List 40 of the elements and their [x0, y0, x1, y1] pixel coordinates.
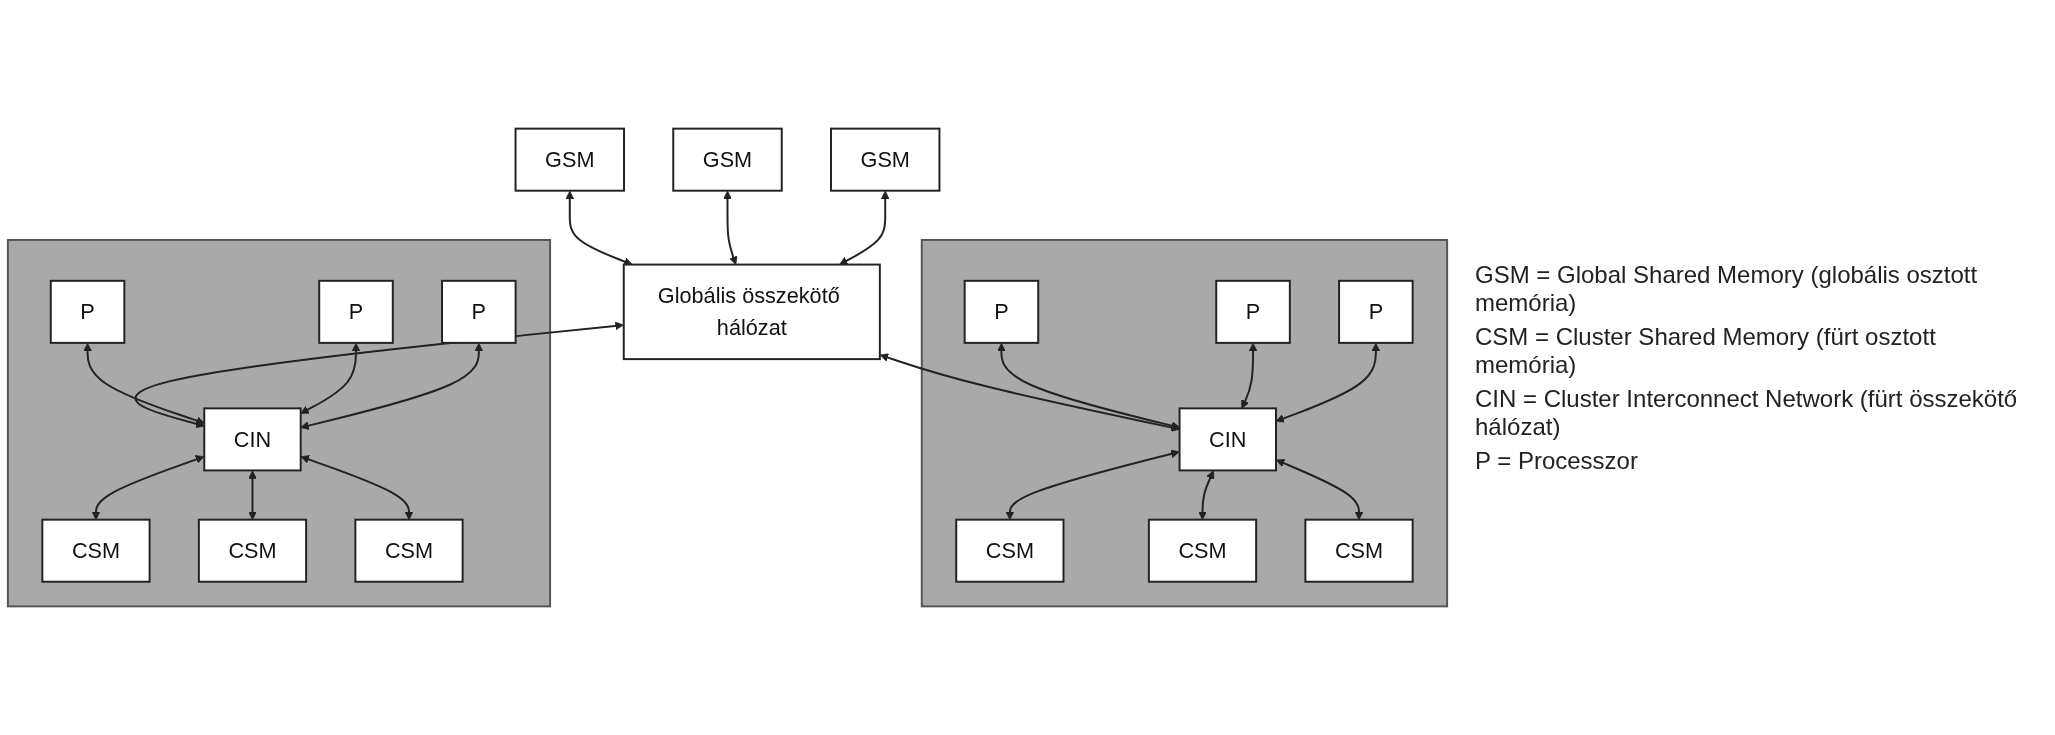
- arrow: [1241, 342, 1258, 409]
- node-box: GSM: [514, 127, 625, 192]
- arrow: [300, 455, 414, 521]
- arrow: [723, 190, 738, 265]
- arrow: [839, 190, 890, 265]
- arrow: [83, 342, 205, 425]
- legend-definition: CSM = Cluster Shared Memory (fürt osztott memória): [1475, 322, 1937, 379]
- node-box: P: [1215, 279, 1291, 344]
- node-box: CSM: [41, 518, 151, 583]
- node-box: CSM: [1147, 518, 1258, 583]
- node-box: P: [1338, 279, 1414, 344]
- legend-definition: GSM = Global Shared Memory (globális osztott memória): [1475, 260, 1979, 317]
- legend-definition: CIN = Cluster Interconnect Network (fürt összekötő hálózat): [1475, 384, 2019, 441]
- node-box: P: [49, 279, 126, 344]
- node-box: Globális összekötő hálózat: [622, 263, 881, 361]
- arrow: [300, 342, 484, 430]
- arrow: [1198, 470, 1215, 521]
- node-box: GSM: [830, 127, 941, 192]
- node-box: CSM: [1304, 518, 1414, 583]
- node-box: P: [441, 279, 517, 344]
- arrow: [997, 342, 1180, 430]
- node-box: GSM: [672, 127, 783, 192]
- arrow: [1275, 459, 1364, 521]
- arrow: [879, 353, 1180, 432]
- node-box: P: [318, 279, 394, 344]
- node-box: CSM: [197, 518, 308, 583]
- legend-definition: P = Processzor: [1475, 446, 1639, 475]
- node-box: P: [963, 279, 1040, 344]
- cluster: [6, 238, 552, 608]
- arrow: [1005, 449, 1180, 521]
- node-box: CIN: [1178, 407, 1277, 472]
- arrow: [91, 455, 205, 521]
- arrow: [300, 342, 361, 414]
- arrow: [248, 470, 257, 521]
- node-box: CSM: [354, 518, 464, 583]
- arrow: [565, 190, 633, 266]
- node-box: CIN: [203, 407, 302, 472]
- arrow: [1275, 342, 1381, 423]
- node-box: CSM: [955, 518, 1065, 583]
- cluster: [920, 238, 1449, 608]
